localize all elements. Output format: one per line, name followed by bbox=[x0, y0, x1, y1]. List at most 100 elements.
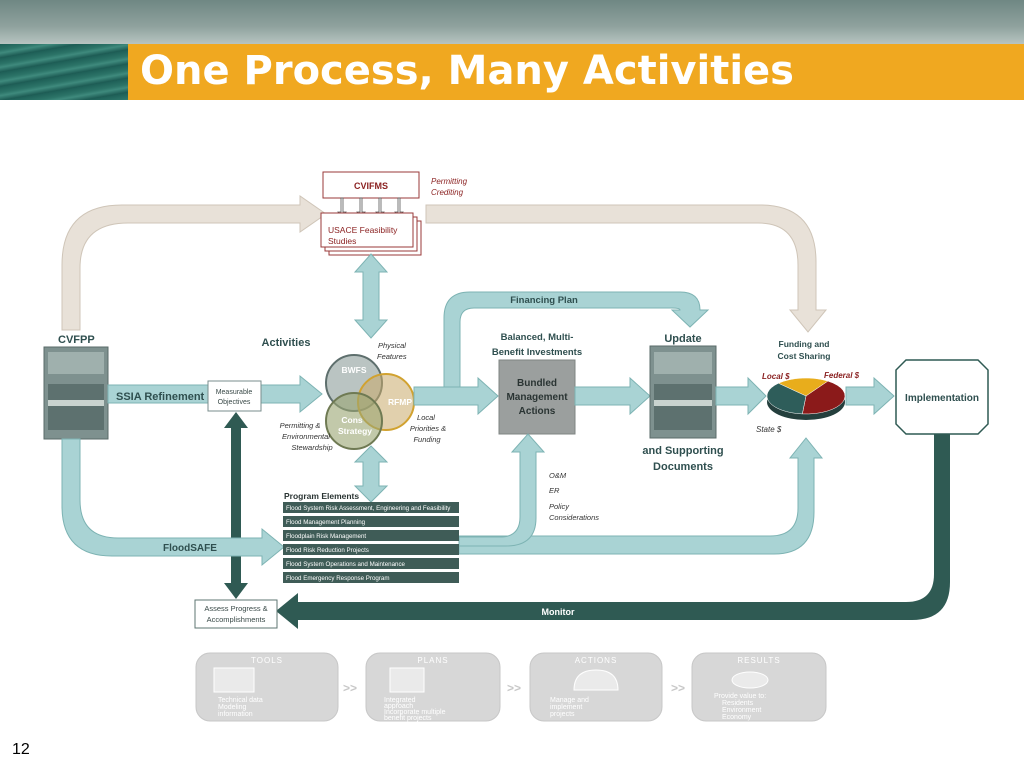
bundled-label-2: Management bbox=[506, 392, 568, 403]
cvfpp-label: CVFPP bbox=[58, 334, 95, 346]
cvifms-label: CVIFMS bbox=[354, 181, 388, 191]
federal-dollar-label: Federal $ bbox=[824, 371, 860, 380]
crediting-label: Crediting bbox=[431, 188, 464, 197]
usace-label-2: Studies bbox=[328, 236, 356, 246]
results-panel: RESULTS Provide value to: Residents Envi… bbox=[691, 652, 827, 722]
monitor-label: Monitor bbox=[542, 607, 575, 617]
measurable-label-2: Objectives bbox=[218, 399, 251, 406]
pie-slice-federal bbox=[802, 380, 846, 415]
financing-plan-label: Financing Plan bbox=[510, 295, 578, 306]
local-dollar-label: Local $ bbox=[762, 372, 790, 381]
assess-progress-box bbox=[194, 599, 278, 629]
features-label: Features bbox=[377, 352, 407, 361]
program-elements-title: Program Elements bbox=[284, 491, 359, 501]
top-loop-arrow bbox=[61, 195, 327, 331]
svg-text:benefit projects: benefit projects bbox=[384, 715, 432, 722]
top-right-arrow bbox=[425, 204, 828, 333]
program-element-1: Flood System Risk Assessment, Engineerin… bbox=[286, 505, 451, 512]
measurable-objectives-box bbox=[207, 380, 262, 412]
local-priorities-2: Priorities & bbox=[410, 424, 446, 433]
plans-panel: PLANS Integrated approach Incorporate mu… bbox=[365, 652, 501, 722]
permitting-env-2: Environmental bbox=[282, 432, 330, 441]
svg-text:approach: approach bbox=[384, 703, 413, 710]
bwfs-label: BWFS bbox=[341, 365, 366, 375]
program-element-4: Flood Risk Reduction Projects bbox=[286, 547, 369, 554]
svg-text:Economy: Economy bbox=[722, 714, 752, 721]
svg-text:implement: implement bbox=[550, 704, 582, 711]
tools-panel: TOOLS Technical data Modeling informatio… bbox=[195, 652, 339, 722]
venn-program-double-arrow bbox=[353, 445, 389, 503]
svg-text:Manage and: Manage and bbox=[550, 697, 589, 704]
usace-venn-double-arrow bbox=[353, 253, 389, 339]
water-image bbox=[0, 44, 128, 100]
balanced-label-2: Benefit Investments bbox=[492, 347, 582, 358]
pie-slice-local bbox=[777, 377, 829, 397]
svg-text:information: information bbox=[218, 711, 253, 718]
actions-panel: ACTIONS Manage and implement projects bbox=[529, 652, 663, 722]
monitor-arrow bbox=[276, 434, 950, 629]
venn-cons-strategy bbox=[325, 392, 383, 450]
chevron-1-icon: >> bbox=[343, 681, 357, 695]
implementation-box bbox=[895, 359, 989, 435]
program-element-5: Flood System Operations and Maintenance bbox=[286, 561, 406, 568]
pie-implementation-arrow bbox=[845, 376, 895, 416]
results-icon bbox=[731, 671, 769, 689]
svg-text:Integrated: Integrated bbox=[384, 697, 416, 704]
program-element-3: Floodplain Risk Management bbox=[286, 533, 366, 540]
assess-double-arrow bbox=[224, 412, 248, 599]
local-priorities-1: Local bbox=[417, 413, 435, 422]
activities-label: Activities bbox=[262, 337, 311, 349]
supporting-label-2: Documents bbox=[653, 461, 713, 473]
program-element-2: Flood Management Planning bbox=[286, 519, 366, 526]
venn-bundled-arrow bbox=[413, 376, 499, 416]
bundled-update-arrow bbox=[574, 376, 651, 416]
usace-label-1: USACE Feasibility bbox=[328, 225, 398, 235]
svg-text:ACTIONS: ACTIONS bbox=[575, 656, 618, 665]
bundled-actions-box bbox=[498, 359, 576, 435]
er-label: ER bbox=[549, 486, 560, 495]
cons-label: Cons bbox=[341, 415, 363, 425]
pie-slice-state bbox=[766, 382, 807, 415]
hard-hat-icon bbox=[573, 669, 619, 691]
rfmp-label: RFMP bbox=[388, 397, 412, 407]
svg-text:Residents: Residents bbox=[722, 700, 754, 707]
permitting-env-1: Permitting & bbox=[280, 421, 321, 430]
svg-text:TOOLS: TOOLS bbox=[251, 656, 283, 665]
program-elements-list: Flood System Risk Assessment, Engineerin… bbox=[283, 502, 459, 583]
svg-text:RESULTS: RESULTS bbox=[737, 656, 780, 665]
title-bar: One Process, Many Activities bbox=[128, 44, 1024, 100]
balanced-label-1: Balanced, Multi- bbox=[501, 332, 574, 343]
program-element-6: Flood Emergency Response Program bbox=[286, 575, 390, 582]
assess-label-2: Accomplishments bbox=[207, 615, 266, 624]
usace-box bbox=[320, 212, 414, 248]
svg-text:Technical data: Technical data bbox=[218, 697, 263, 704]
physical-label: Physical bbox=[378, 341, 406, 350]
svg-text:Modeling: Modeling bbox=[218, 704, 247, 711]
considerations-label: Considerations bbox=[549, 513, 599, 522]
chevron-3-icon: >> bbox=[671, 681, 685, 695]
svg-text:Provide value to:: Provide value to: bbox=[714, 693, 766, 700]
floodsafe-label: FloodSAFE bbox=[163, 543, 217, 554]
top-gradient-band bbox=[0, 0, 1024, 44]
cvifms-box bbox=[322, 171, 420, 199]
policy-label: Policy bbox=[549, 502, 570, 511]
plans-map-icon bbox=[389, 667, 425, 693]
svg-text:PLANS: PLANS bbox=[417, 656, 448, 665]
svg-text:Environment: Environment bbox=[722, 707, 761, 714]
assess-label-1: Assess Progress & bbox=[204, 604, 267, 613]
supporting-label-1: and Supporting bbox=[642, 445, 723, 457]
tools-chart-icon bbox=[213, 667, 255, 693]
program-to-bundled-arrow bbox=[458, 433, 546, 547]
chevron-2-icon: >> bbox=[507, 681, 521, 695]
page-number: 12 bbox=[12, 741, 30, 758]
state-dollar-label: State $ bbox=[756, 425, 782, 434]
funding-pie-chart bbox=[766, 377, 846, 415]
funding-label-2: Cost Sharing bbox=[778, 351, 831, 361]
permitting-env-3: Stewardship bbox=[291, 443, 332, 452]
svg-text:Incorporate multiple: Incorporate multiple bbox=[384, 709, 446, 716]
bottom-strip: TOOLS Technical data Modeling informatio… bbox=[195, 652, 827, 722]
bundled-label-1: Bundled bbox=[517, 378, 557, 389]
update-pie-arrow bbox=[715, 376, 767, 416]
ssia-label: SSIA Refinement bbox=[116, 391, 205, 403]
